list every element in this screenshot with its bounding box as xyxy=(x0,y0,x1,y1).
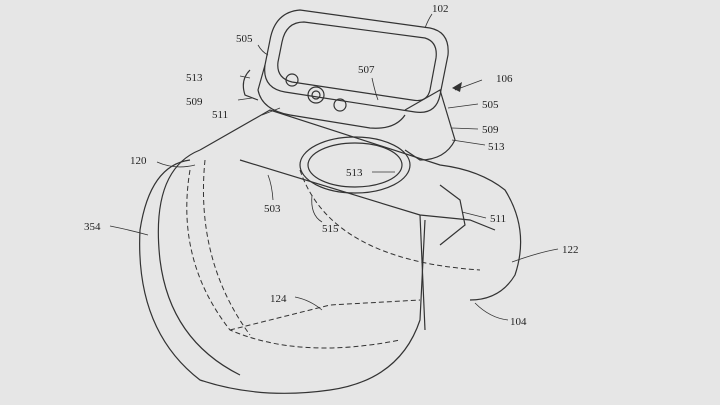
label-509-right: 509 xyxy=(482,124,499,136)
label-354: 354 xyxy=(84,221,101,233)
watch-band xyxy=(242,69,456,161)
label-102: 102 xyxy=(432,3,449,15)
watch-body xyxy=(257,9,449,129)
label-104: 104 xyxy=(510,316,527,328)
label-515: 515 xyxy=(322,223,339,235)
label-106: 106 xyxy=(496,73,513,85)
label-120: 120 xyxy=(130,155,147,167)
label-513-center: 513 xyxy=(346,167,363,179)
label-513-right: 513 xyxy=(488,141,505,153)
label-505-right: 505 xyxy=(482,99,499,111)
label-505-left: 505 xyxy=(236,33,253,45)
label-513-left: 513 xyxy=(186,72,203,84)
label-511-left: 511 xyxy=(212,109,228,121)
leader-lines xyxy=(109,13,559,321)
label-509-left: 509 xyxy=(186,96,203,108)
label-122: 122 xyxy=(562,244,579,256)
label-124: 124 xyxy=(270,293,287,305)
label-503: 503 xyxy=(264,203,281,215)
label-507: 507 xyxy=(358,64,375,76)
arrow-head xyxy=(452,82,462,92)
label-511-right: 511 xyxy=(490,213,506,225)
charging-stand xyxy=(139,109,522,394)
